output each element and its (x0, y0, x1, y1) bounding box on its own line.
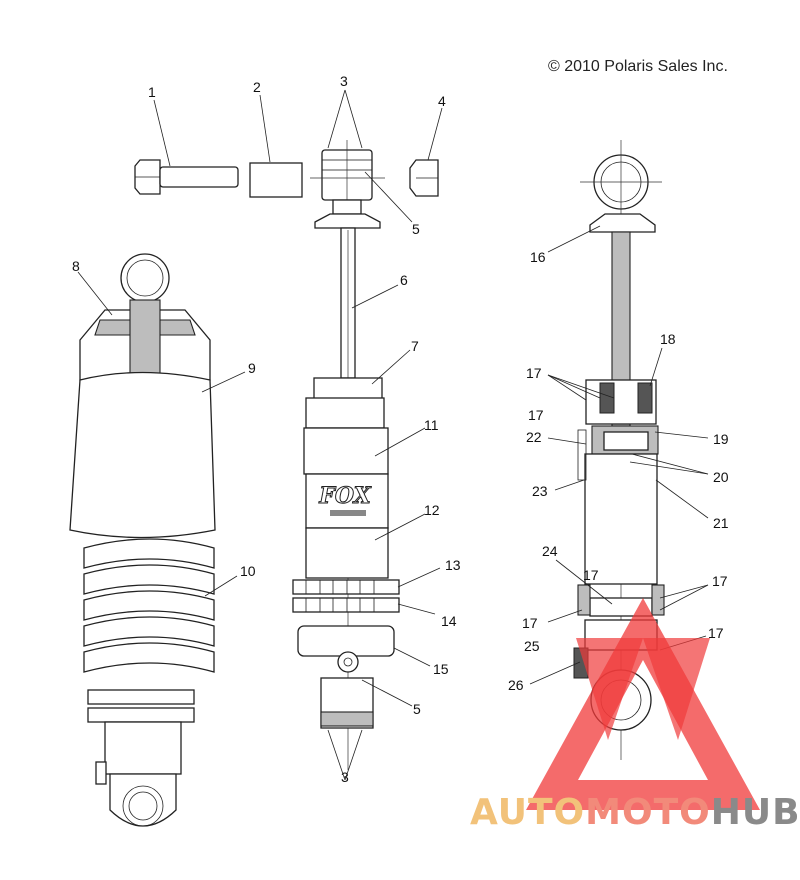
callout-18: 18 (660, 331, 676, 347)
callout-17-f: 17 (583, 567, 599, 583)
callout-11: 11 (424, 417, 439, 433)
fox-logo: FOX (318, 483, 371, 509)
callout-1: 1 (148, 84, 156, 100)
copyright-notice: © 2010 Polaris Sales Inc. (548, 58, 728, 75)
callout-7: 7 (411, 338, 419, 354)
left-shock-assembly (69, 253, 216, 827)
logo-tagline (330, 510, 366, 516)
nut-part-4 (409, 159, 439, 197)
callout-3-top: 3 (340, 73, 348, 89)
callout-16: 16 (530, 249, 546, 265)
callout-14: 14 (441, 613, 457, 629)
callout-9: 9 (248, 360, 256, 376)
callout-8: 8 (72, 258, 80, 274)
callout-2: 2 (253, 79, 261, 95)
callout-17-b: 17 (528, 407, 544, 423)
watermark-logo-text: AUTOMOTOHUB (470, 792, 800, 833)
callout-labels: 1 2 3 3 4 5 5 6 7 8 9 10 11 12 13 14 15 … (72, 73, 729, 785)
callout-17-e: 17 (708, 625, 724, 641)
callout-20: 20 (713, 469, 729, 485)
callout-19: 19 (713, 431, 729, 447)
callout-13: 13 (445, 557, 461, 573)
callout-17-d: 17 (522, 615, 538, 631)
watermark-triangle-icon (526, 598, 760, 810)
top-eye-part-3 (310, 140, 385, 230)
sleeve-part-2 (249, 162, 303, 198)
callout-25: 25 (524, 638, 540, 654)
callout-23: 23 (532, 483, 548, 499)
leader-lines (77, 89, 709, 781)
callout-3-bottom: 3 (341, 769, 349, 785)
callout-17-a: 17 (526, 365, 542, 381)
callout-17-c: 17 (712, 573, 728, 589)
callout-5-top: 5 (412, 221, 420, 237)
right-shock-cutaway (573, 140, 665, 760)
callout-21: 21 (713, 515, 729, 531)
watermark-auto: AUTO (470, 792, 586, 833)
callout-24: 24 (542, 543, 558, 559)
callout-15: 15 (433, 661, 449, 677)
callout-26: 26 (508, 677, 524, 693)
callout-10: 10 (240, 563, 256, 579)
callout-12: 12 (424, 502, 440, 518)
callout-6: 6 (400, 272, 408, 288)
watermark-hub: HUB (710, 792, 800, 833)
callout-22: 22 (526, 429, 542, 445)
callout-4: 4 (438, 93, 446, 109)
callout-5-bottom: 5 (413, 701, 421, 717)
middle-shock-body (292, 227, 400, 770)
bolt-part-1 (134, 159, 239, 195)
watermark-moto: MOTO (585, 792, 711, 833)
